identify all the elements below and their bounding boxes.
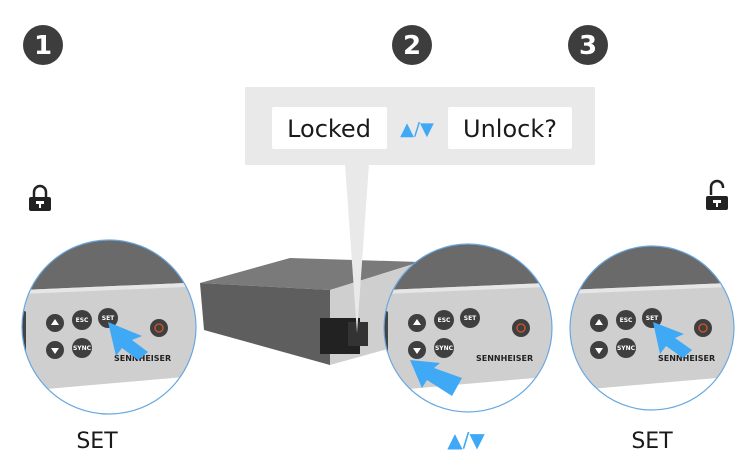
power-icon xyxy=(150,319,168,337)
esc-button-label: ESC xyxy=(620,317,633,324)
locked-icon xyxy=(29,184,51,211)
power-icon xyxy=(694,319,712,337)
svg-text:1: 1 xyxy=(34,31,52,61)
power-icon xyxy=(512,319,530,337)
step-1-badge: 1 xyxy=(23,25,63,65)
set-button xyxy=(460,308,480,328)
triangle-up-icon xyxy=(51,319,59,325)
step-3-label: SET xyxy=(631,429,673,454)
esc-button xyxy=(72,310,92,330)
display-locked-text: Locked xyxy=(287,115,371,143)
brand-text: SENNHEISER xyxy=(658,354,715,363)
sync-button xyxy=(434,338,454,358)
zoom-circle-step-2: ESC SYNC SET SENNHEISER xyxy=(383,243,553,413)
callout-pointer xyxy=(345,164,369,333)
triangle-down-icon xyxy=(413,348,421,354)
brand-text: SENNHEISER xyxy=(114,354,171,363)
zoom-circle-step-3: ESC SYNC SET SENNHEISER xyxy=(569,245,735,411)
set-button-label: SET xyxy=(102,315,115,322)
up-button xyxy=(408,314,426,332)
device-front-panel: ESC SYNC SET SENNHEISER xyxy=(384,244,552,393)
esc-button xyxy=(434,310,454,330)
sync-button-label: SYNC xyxy=(435,345,454,352)
unlocked-icon xyxy=(706,179,728,210)
step-2-label: ▲/▼ xyxy=(447,428,485,452)
device-front-panel: ESC SYNC SET SENNHEISER xyxy=(570,246,734,393)
esc-button xyxy=(616,310,636,330)
up-button xyxy=(590,314,608,332)
up-down-arrows: ▲/▼ xyxy=(400,119,434,140)
esc-button-label: ESC xyxy=(76,317,89,324)
set-button xyxy=(642,308,662,328)
sync-button-label: SYNC xyxy=(617,345,636,352)
down-button xyxy=(46,341,64,359)
down-button xyxy=(408,341,426,359)
step-1-label: SET xyxy=(76,429,118,454)
sync-button xyxy=(616,338,636,358)
display-callout: Locked ▲/▼ Unlock? xyxy=(245,87,595,165)
zoom-circle-step-1: ESC SYNC SET SENNHEISER xyxy=(21,239,197,415)
set-button-label: SET xyxy=(646,315,659,322)
up-button xyxy=(46,314,64,332)
press-arrow-icon xyxy=(410,360,462,396)
device-front-panel: ESC SYNC SET SENNHEISER xyxy=(22,240,196,393)
step-2-badge: 2 xyxy=(392,25,432,65)
set-button xyxy=(98,308,118,328)
sync-button xyxy=(72,338,92,358)
triangle-down-icon xyxy=(595,348,603,354)
down-button xyxy=(590,341,608,359)
press-arrow-icon xyxy=(653,322,692,358)
triangle-up-icon xyxy=(413,319,421,325)
press-arrow-icon xyxy=(108,322,148,360)
set-button-label: SET xyxy=(464,315,477,322)
esc-button-label: ESC xyxy=(438,317,451,324)
display-unlock-text: Unlock? xyxy=(463,115,557,143)
triangle-up-icon xyxy=(595,319,603,325)
step-3-badge: 3 xyxy=(568,25,608,65)
brand-text: SENNHEISER xyxy=(476,354,533,363)
svg-text:3: 3 xyxy=(579,31,597,61)
sync-button-label: SYNC xyxy=(73,345,92,352)
svg-text:2: 2 xyxy=(403,31,421,61)
triangle-down-icon xyxy=(51,348,59,354)
